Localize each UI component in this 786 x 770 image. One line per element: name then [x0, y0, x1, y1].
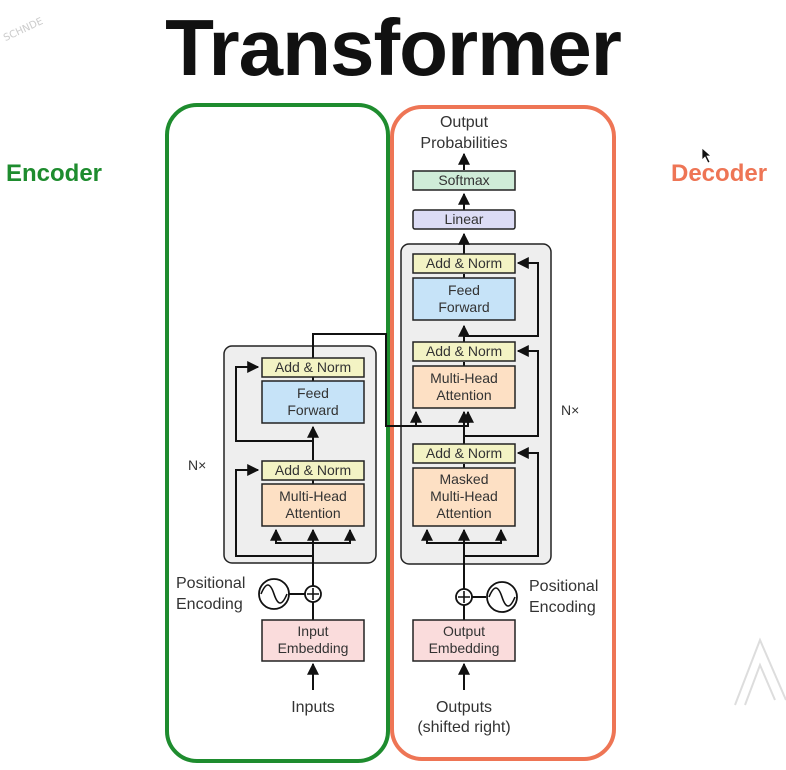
- decoder-masked-label-3: Attention: [436, 505, 491, 521]
- encoder-attention-label-1: Multi-Head: [279, 488, 347, 504]
- encoder-nx-label: N×: [188, 457, 206, 473]
- decoder-masked-label-2: Multi-Head: [430, 488, 498, 504]
- decoder-label: Decoder: [671, 160, 768, 187]
- encoder-add-norm-bottom: [261, 460, 365, 481]
- decoder-nx-label: N×: [561, 402, 579, 418]
- decoder-output-probabilities-label-1: Output: [440, 114, 489, 131]
- decoder-linear-label: Linear: [445, 211, 484, 227]
- encoder-feed-forward-label-2: Forward: [287, 402, 338, 418]
- decoder-linear: [412, 209, 516, 230]
- encoder-embedding-label-2: Embedding: [278, 640, 349, 656]
- encoder-add-norm-bottom-label: Add & Norm: [275, 462, 351, 478]
- decoder-add-norm-top: [412, 253, 516, 274]
- encoder-inputs-label: Inputs: [291, 699, 335, 716]
- decoder-positional-label-1: Positional: [529, 578, 598, 595]
- page-title: Transformer: [165, 3, 622, 92]
- decoder-outputs-label-2: (shifted right): [417, 719, 510, 736]
- decoder-masked-multi-head-attention: [412, 467, 516, 527]
- mouse-cursor-icon: [701, 147, 713, 164]
- decoder-feed-forward: [412, 277, 516, 321]
- decoder-embedding-label-2: Embedding: [429, 640, 500, 656]
- decoder-add-norm-bottom-label: Add & Norm: [426, 445, 502, 461]
- decoder-outputs-label-1: Outputs: [436, 699, 492, 716]
- decoder-add-norm-middle-label: Add & Norm: [426, 343, 502, 359]
- encoder-sine-wave-icon: [260, 584, 288, 604]
- encoder-positional-label-1: Positional: [176, 575, 245, 592]
- decoder-multi-head-attention: [412, 365, 516, 409]
- encoder-feed-forward: [261, 380, 365, 424]
- encoder-input-embedding: [261, 619, 365, 662]
- decoder-plus-icon: [458, 591, 470, 603]
- decoder-softmax: [412, 170, 516, 191]
- encoder-attention-label-2: Attention: [285, 505, 340, 521]
- decoder-output-embedding: [412, 619, 516, 662]
- decoder-frame: [390, 105, 616, 761]
- encoder-stack: [223, 345, 377, 564]
- encoder-multi-head-attention: [261, 483, 365, 527]
- decoder-attention-label-1: Multi-Head: [430, 370, 498, 386]
- decoder-output-probabilities-label-2: Probabilities: [420, 135, 507, 152]
- encoder-feed-forward-label-1: Feed: [297, 385, 329, 401]
- encoder-add-norm-top: [261, 357, 365, 378]
- decoder-feed-forward-label-2: Forward: [438, 299, 489, 315]
- decoder-positional-label-2: Encoding: [529, 599, 596, 616]
- decoder-masked-label-1: Masked: [439, 471, 488, 487]
- encoder-frame: [165, 103, 390, 763]
- decoder-attention-label-2: Attention: [436, 387, 491, 403]
- encoder-plus-icon: [307, 588, 319, 600]
- decoder-embedding-label-1: Output: [443, 623, 485, 639]
- encoder-positional-label-2: Encoding: [176, 596, 243, 613]
- decoder-add-norm-middle: [412, 341, 516, 362]
- encoder-embedding-label-1: Input: [297, 623, 328, 639]
- decoder-sine-wave-icon: [488, 587, 516, 607]
- decoder-feed-forward-label-1: Feed: [448, 282, 480, 298]
- encoder-add-norm-top-label: Add & Norm: [275, 359, 351, 375]
- encoder-label: Encoder: [6, 160, 103, 187]
- watermark-logo-icon: [734, 637, 786, 706]
- decoder-softmax-label: Softmax: [438, 172, 489, 188]
- decoder-add-norm-top-label: Add & Norm: [426, 255, 502, 271]
- decoder-add-norm-bottom: [412, 443, 516, 464]
